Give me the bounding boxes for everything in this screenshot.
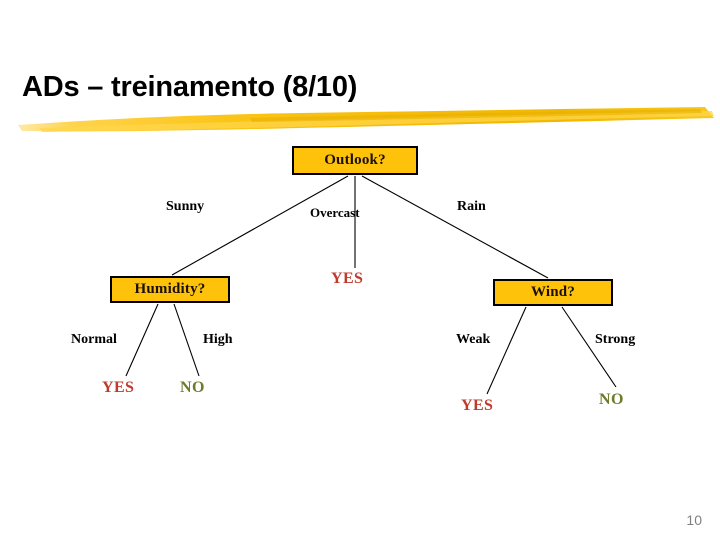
leaf-node-wind-strong-no: NO (599, 391, 624, 408)
leaf-node-overcast-yes: YES (331, 270, 364, 287)
decision-node-humidity[interactable]: Humidity? (110, 276, 230, 303)
edge-label-weak: Weak (456, 332, 491, 347)
edge-humidity-no (173, 303, 200, 377)
edge-label-strong: Strong (595, 332, 636, 347)
title-brush-underline (18, 107, 714, 132)
leaf-node-wind-weak-yes: YES (461, 397, 494, 414)
decision-node-wind[interactable]: Wind? (493, 279, 613, 306)
page-number: 10 (686, 512, 702, 528)
edge-label-overcast: Overcast (310, 205, 360, 220)
edge-label-high: High (203, 332, 233, 347)
decision-node-outlook[interactable]: Outlook? (292, 146, 418, 175)
leaf-node-humidity-high-no: NO (180, 379, 205, 396)
edge-outlook-humidity (171, 175, 349, 276)
edge-outlook-wind (361, 175, 549, 279)
edge-humidity-yes (125, 303, 159, 377)
edge-label-sunny: Sunny (166, 199, 205, 214)
edge-wind-yes (486, 306, 527, 395)
edge-label-rain: Rain (457, 199, 486, 214)
page-title: ADs – treinamento (8/10) (22, 71, 358, 103)
edge-label-normal: Normal (71, 332, 117, 347)
leaf-node-humidity-normal-yes: YES (102, 379, 135, 396)
